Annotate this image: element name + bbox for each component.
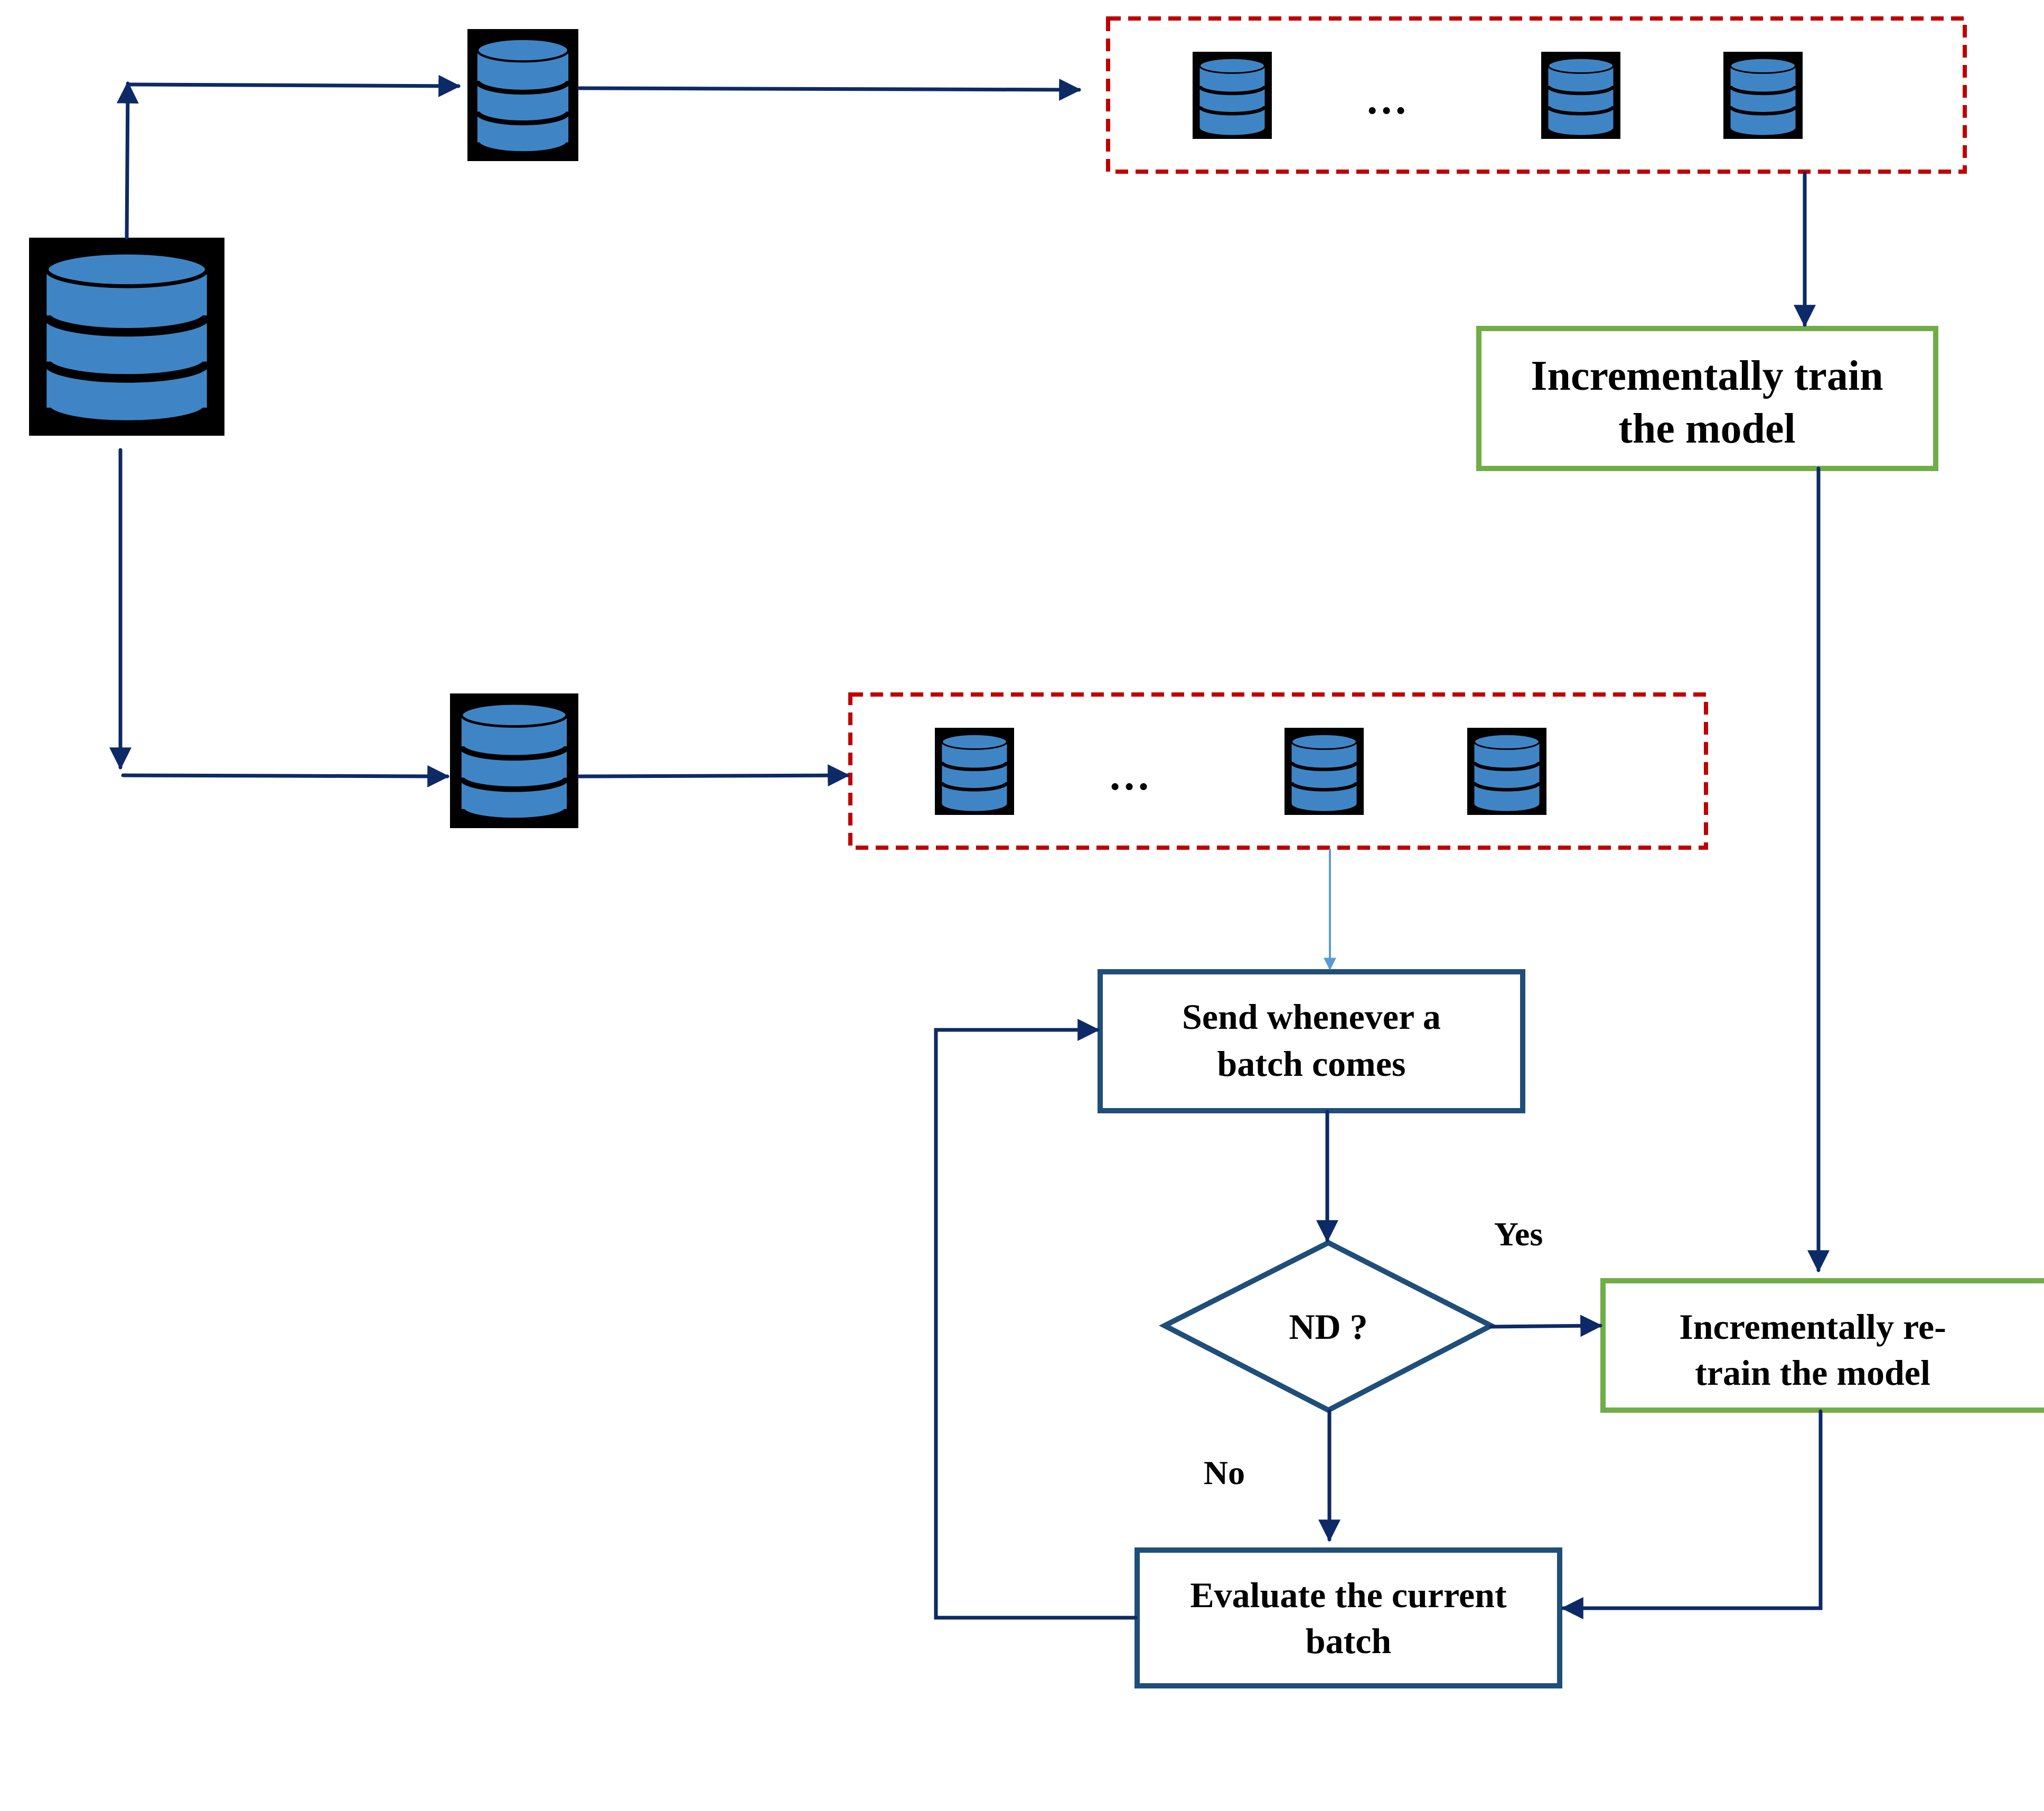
train-model-box: Incrementally train the model: [1476, 326, 1938, 471]
arrow-evaluate-loop-back: [934, 1019, 1138, 1620]
arrow-retrain-to-evaluate: [1561, 1409, 1823, 1619]
nd-decision: ND ?: [1159, 1240, 1497, 1413]
send-batch-label-2: batch comes: [1217, 1044, 1406, 1084]
nd-decision-label: ND ?: [1289, 1307, 1367, 1347]
database-icon-batch-top-2: [1541, 52, 1620, 139]
edge-label-yes: Yes: [1494, 1215, 1543, 1253]
retrain-model-label-2: train the model: [1695, 1353, 1930, 1393]
arrow-decision-yes: [1489, 1315, 1603, 1337]
arrow-to-top-db: [126, 74, 461, 97]
send-batch-label-1: Send whenever a: [1182, 997, 1441, 1037]
edge-label-no: No: [1204, 1454, 1245, 1491]
batch-ellipsis-top: …: [1365, 77, 1408, 123]
batch-ellipsis-bottom: …: [1108, 753, 1150, 799]
database-icon-main: [29, 238, 224, 436]
retrain-model-label-1: Incrementally re-: [1679, 1307, 1946, 1347]
batch-container-bottom: [848, 692, 1708, 850]
batch-container-top: [1106, 16, 1967, 174]
train-model-label-2: the model: [1618, 406, 1796, 452]
arrow-to-bottom-db: [121, 765, 450, 787]
database-icon-batch-bottom-3: [1467, 728, 1546, 815]
train-model-label-1: Incrementally train: [1531, 353, 1883, 399]
arrow-top-db-to-batches: [577, 78, 1082, 101]
database-icon-batch-top-3: [1723, 52, 1803, 139]
evaluate-batch-label-2: batch: [1306, 1621, 1391, 1661]
send-batch-box: Send whenever a batch comes: [1098, 969, 1525, 1113]
database-icon-top: [467, 29, 578, 161]
database-icon-batch-top-1: [1193, 52, 1272, 139]
database-icon-bottom: [450, 693, 578, 828]
database-icon-batch-bottom-2: [1284, 728, 1364, 815]
database-icon-batch-bottom-1: [935, 728, 1014, 815]
arrow-main-up: [116, 81, 139, 240]
arrow-bottom-db-to-batches: [577, 764, 850, 787]
evaluate-batch-box: Evaluate the current batch: [1134, 1547, 1562, 1688]
evaluate-batch-label-1: Evaluate the current: [1190, 1575, 1507, 1615]
retrain-model-box: Incrementally re- train the model: [1600, 1278, 2044, 1413]
